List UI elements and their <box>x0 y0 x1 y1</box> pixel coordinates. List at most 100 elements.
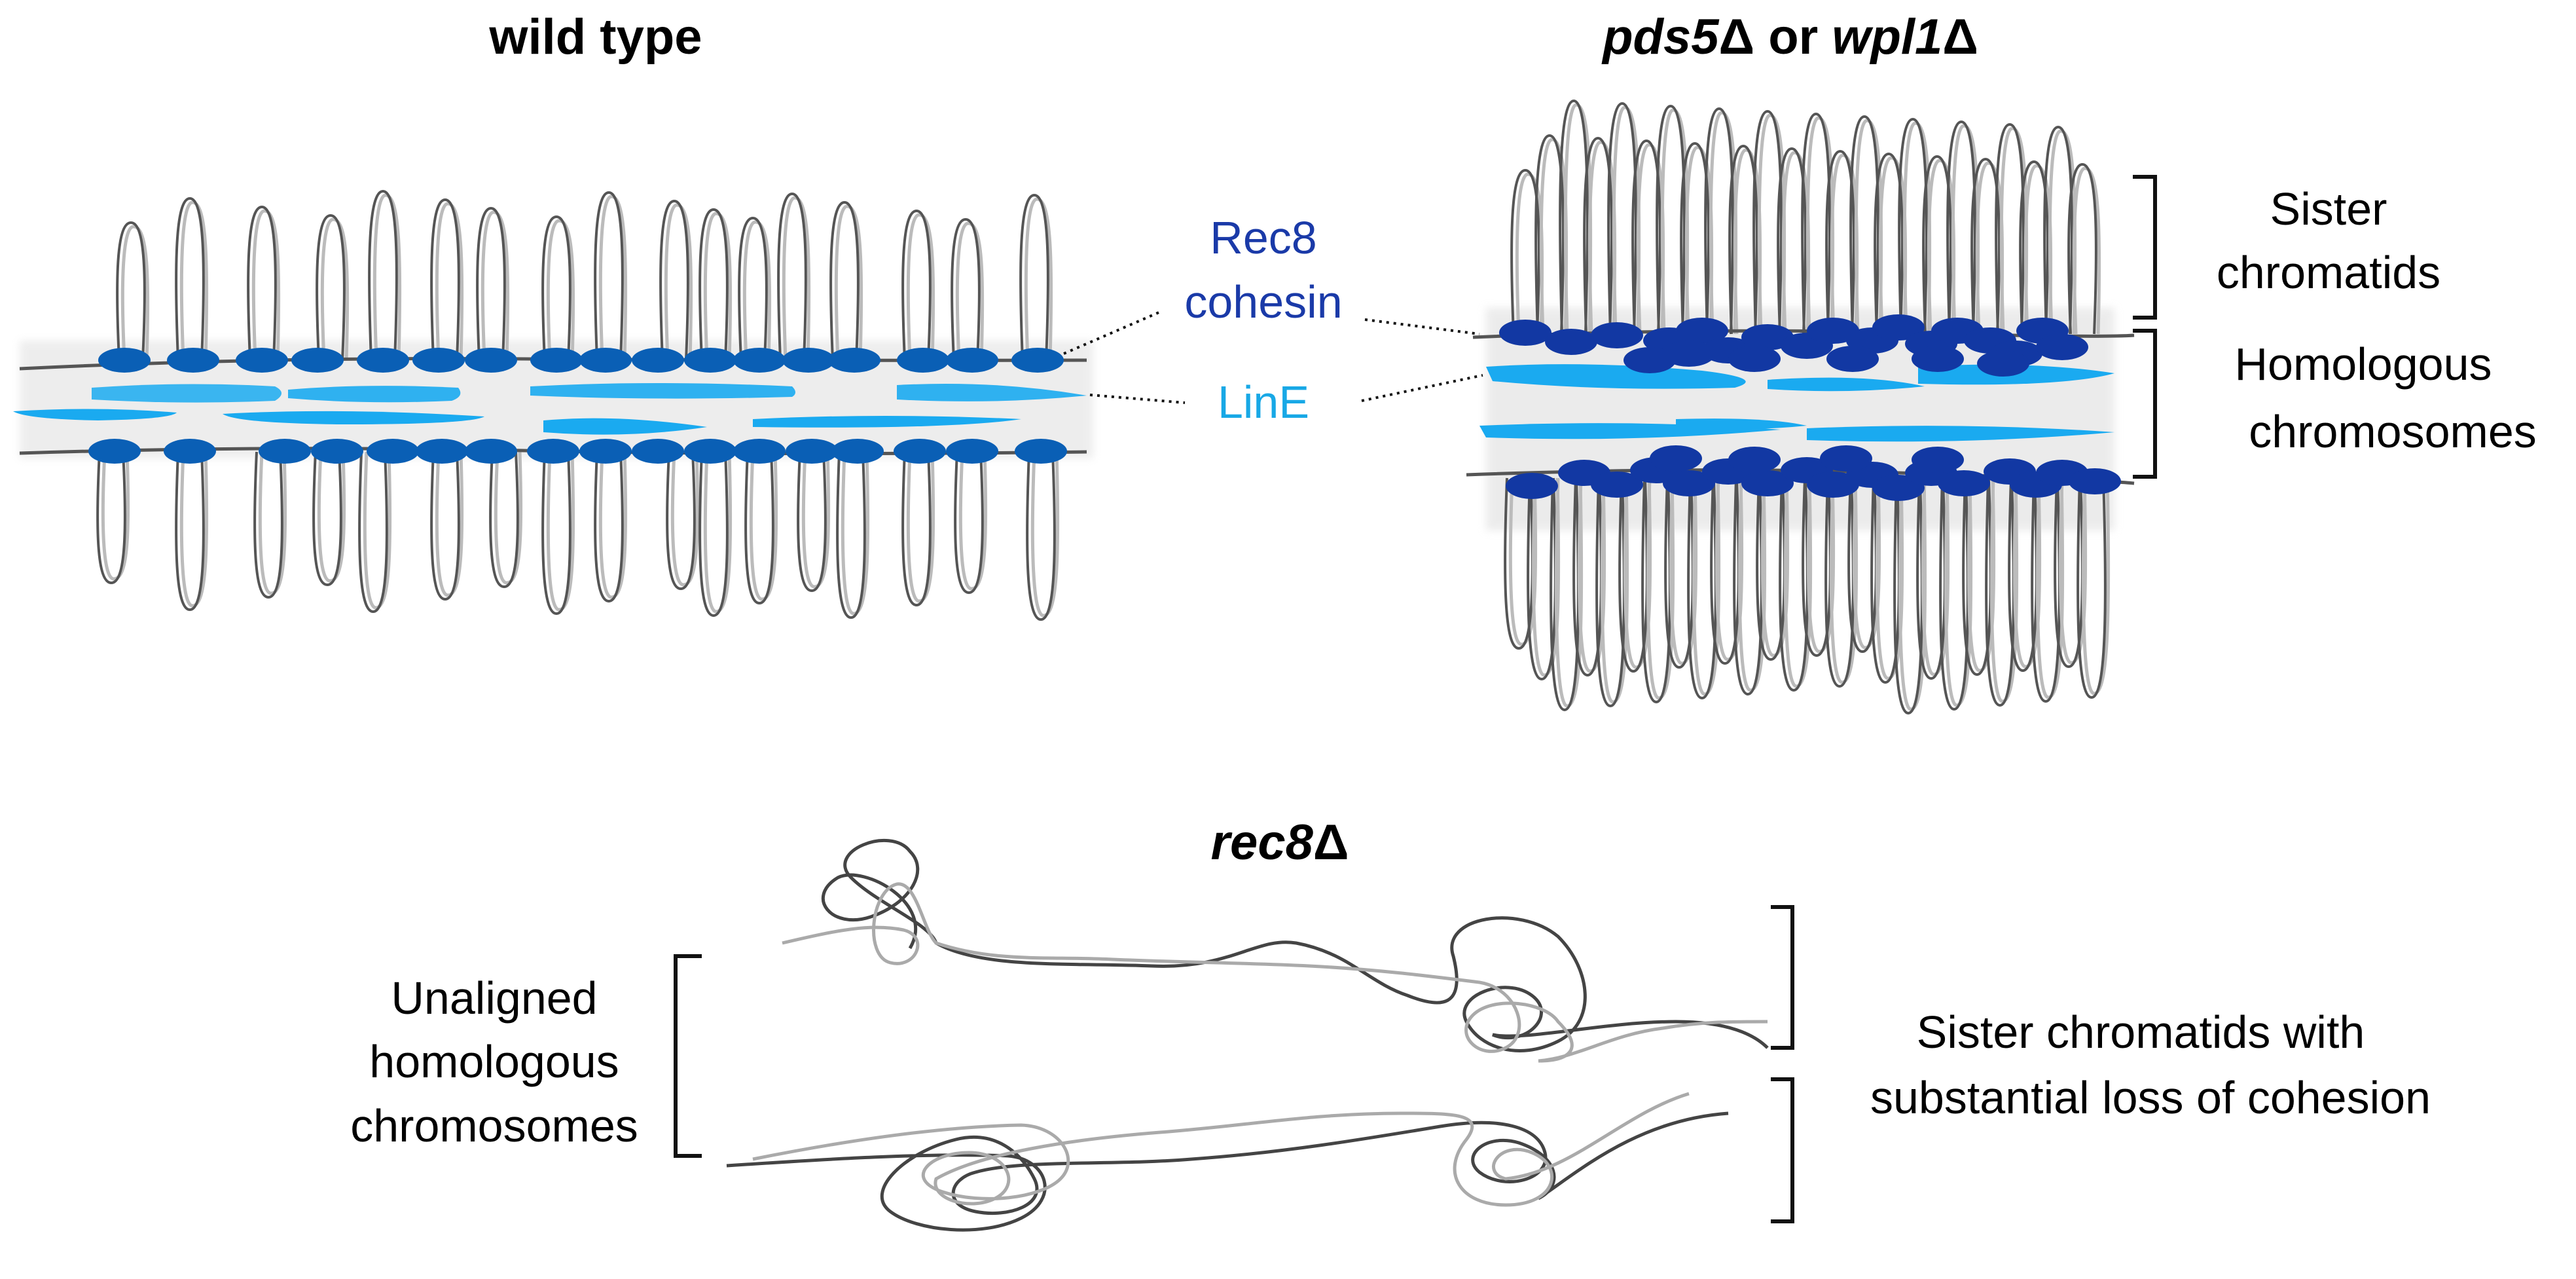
mutant-bottom-loop-light <box>1714 477 1744 661</box>
wt-top-loop-light <box>481 210 510 361</box>
wt-bottom-loop-light <box>546 451 575 612</box>
lower-sister-dark <box>726 1111 1729 1232</box>
rec8-cohesin-label-line2: cohesin <box>1184 276 1342 327</box>
wt-top-loop-dark <box>951 217 981 361</box>
wt-bottom-loop-light <box>958 451 988 591</box>
mutant-cohesin-ring <box>1741 470 1794 496</box>
upper-cohesion-loss-bracket <box>1771 905 1794 1050</box>
mutant-top-loop-dark <box>1777 147 1807 335</box>
wt-bottom-loop-dark <box>541 451 571 616</box>
mutant-top-loop-dark <box>1583 136 1613 335</box>
wt-top-loop-dark <box>738 216 768 361</box>
wt-bottom-loop-dark <box>744 451 774 605</box>
mutant-cohesin-ring <box>1728 447 1781 473</box>
wt-cohesin-ring <box>946 348 998 373</box>
mutant-cohesin-ring <box>1591 472 1643 498</box>
wt-bottom-loop-dark <box>430 451 460 601</box>
mutant-bottom-loop-light <box>1921 477 1950 677</box>
wt-top-loop-dark <box>829 200 860 361</box>
homologous-chromosomes-bracket <box>2133 329 2157 479</box>
sister-chromatids-label-line1: Sister <box>2270 183 2387 234</box>
rec8-pointer-right <box>1364 318 1480 335</box>
wt-cohesin-ring <box>632 439 684 464</box>
mutant-bottom-loop-light <box>2012 477 2042 669</box>
mutant-top-loop-dark <box>2067 162 2097 335</box>
wt-cohesin-ring <box>259 439 311 464</box>
wt-top-loop-dark <box>476 206 506 361</box>
wt-cohesin-ring <box>291 348 344 373</box>
wt-cohesin-ring <box>897 348 949 373</box>
mutant-cohesin-ring <box>1728 346 1781 372</box>
mutant-title: pds5Δ or wpl1Δ <box>1601 9 1978 65</box>
wt-top-loop-light <box>372 193 402 361</box>
wt-top-loop-dark <box>594 191 624 361</box>
wt-cohesin-ring <box>733 348 786 373</box>
mutant-cohesin-ring <box>2069 468 2121 494</box>
wt-top-loop-dark <box>698 208 729 361</box>
wt-top-loop-light <box>906 213 935 361</box>
lower-cohesion-loss-bracket <box>1771 1077 1794 1223</box>
mutant-cohesin-ring <box>1938 470 1990 496</box>
mutant-bottom-loop-light <box>1898 477 1927 711</box>
wt-top-loop-light <box>320 217 350 361</box>
mutant-top-loop-dark <box>1752 109 1783 335</box>
mutant-bottom-loop-light <box>1852 477 1881 650</box>
cohesion-loss-label-line1: Sister chromatids with <box>1917 1007 2365 1058</box>
wt-cohesin-ring <box>1011 348 1064 373</box>
mutant-cohesin-ring <box>1807 318 1859 344</box>
mutant-top-loop-light <box>2072 166 2101 335</box>
mutant-cohesin-ring <box>1591 322 1643 348</box>
mutant-cohesin-ring <box>1499 320 1551 346</box>
wt-cohesin-ring <box>684 439 736 464</box>
wt-bottom-loop-light <box>101 451 130 581</box>
wt-top-loop-dark <box>1019 193 1049 361</box>
wt-cohesin-bottom <box>88 439 1067 464</box>
wt-cohesin-ring <box>527 439 579 464</box>
mutant-cohesin-bottom <box>1506 445 2121 501</box>
wt-bottom-loop-dark <box>797 451 827 593</box>
mutant-top-loop-dark <box>2019 160 2049 335</box>
wt-bottom-loop-dark <box>836 451 866 620</box>
mutant-top-loop-dark <box>1801 112 1831 335</box>
mutant-bottom-loop-light <box>1531 477 1561 677</box>
wt-top-loop-light <box>664 203 693 361</box>
wt-top-loop-light <box>742 220 772 361</box>
wt-top-loop-dark <box>901 209 932 361</box>
mutant-top-loop-dark <box>1922 155 1952 335</box>
mutant-top-loop-dark <box>1898 117 1928 335</box>
wt-top-loop-light <box>782 196 811 361</box>
wt-top-loop-light <box>598 195 628 361</box>
sister-chromatids-bracket <box>2133 175 2157 320</box>
mutant-bottom-loop-light <box>1692 477 1721 696</box>
mutant-cohesin-top <box>1499 314 2088 377</box>
wt-cohesin-ring <box>1015 439 1067 464</box>
wt-top-loop-dark <box>430 198 460 361</box>
wt-bottom-loop-dark <box>1026 451 1056 621</box>
mutant-cohesin-ring <box>1826 346 1879 372</box>
wt-bottom-loops <box>96 451 1060 621</box>
wt-top-loop-light <box>546 219 575 361</box>
mutant-bottom-loop-light <box>1829 477 1859 684</box>
wt-bottom-loop-light <box>598 451 628 599</box>
mutant-bottom-loop-light <box>1646 477 1675 700</box>
unaligned-label-line1: Unaligned <box>391 973 597 1024</box>
wt-cohesin-top <box>98 348 1064 373</box>
wt-bottom-loop-light <box>703 451 733 614</box>
mutant-cohesin-ring <box>1912 346 1964 372</box>
mutant-bottom-loop-light <box>1623 477 1652 669</box>
wt-bottom-loop-light <box>1030 451 1060 618</box>
wt-bottom-loop-dark <box>698 451 729 618</box>
mutant-bottom-loop-light <box>1554 477 1584 708</box>
mutant-top-loop-dark <box>1656 104 1686 335</box>
mutant-bottom-loops <box>1504 477 2111 715</box>
line-pointer-left <box>1089 394 1186 404</box>
wt-bottom-loop-dark <box>594 451 624 603</box>
wt-cohesin-ring <box>828 348 880 373</box>
rec8-deletion-panel: rec8Δ Unaligned homologous chromosomes S… <box>350 815 2431 1232</box>
mutant-top-loop-dark <box>1946 120 1976 335</box>
wt-cohesin-ring <box>782 348 835 373</box>
mutant-cohesin-ring <box>1741 324 1794 350</box>
mutant-bottom-loop-light <box>1669 477 1698 665</box>
rec8-cohesin-label-line1: Rec8 <box>1210 212 1316 263</box>
wt-top-loop-light <box>703 212 733 361</box>
